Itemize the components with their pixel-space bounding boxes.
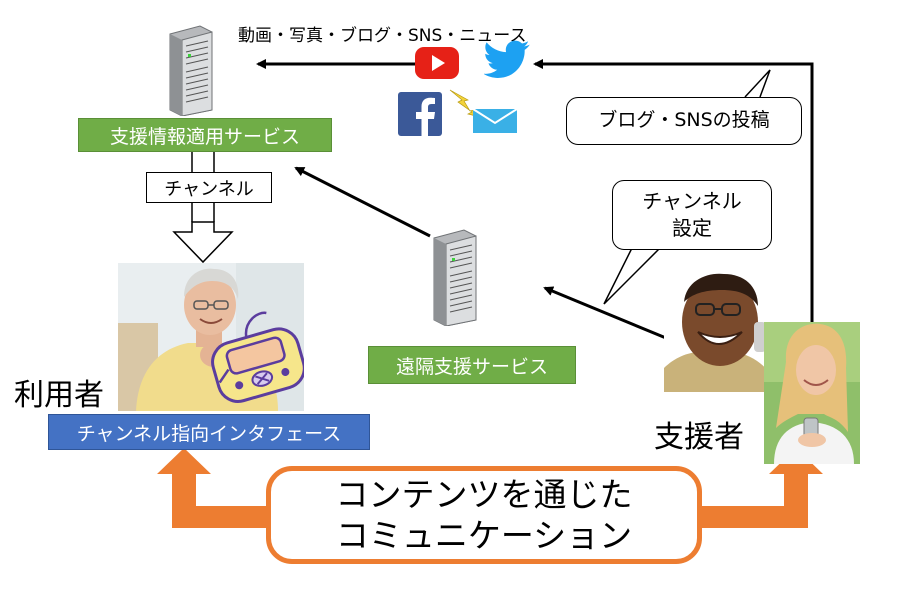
support-info-service-box: 支援情報適用サービス <box>78 118 332 152</box>
remote-to-info-arrow <box>294 166 431 238</box>
user-photo-illustration <box>118 263 304 411</box>
communication-orange-arrow-right <box>702 448 823 528</box>
twitter-icon <box>484 40 530 78</box>
supporter-woman-illustration <box>764 322 860 464</box>
channel-interface-box: チャンネル指向インタフェース <box>48 414 370 450</box>
channel-label-box: チャンネル <box>146 172 272 203</box>
channel-down-arrow <box>172 221 234 264</box>
facebook-icon <box>398 92 442 136</box>
supporter-man-illustration <box>664 272 772 392</box>
supporter-photo-woman <box>764 322 860 464</box>
communication-orange-arrow <box>157 448 268 528</box>
channel-bubble-tail <box>603 247 661 305</box>
post-feed-line <box>533 59 814 345</box>
mail-icon <box>472 108 518 133</box>
user-photo <box>118 263 304 411</box>
channel-setting-line2: 設定 <box>672 216 712 240</box>
communication-line1: コンテンツを通じた <box>335 474 633 514</box>
post-bubble-tail <box>744 69 771 98</box>
supporter-photo-man <box>664 272 772 392</box>
media-caption: 動画・写真・ブログ・SNS・ニュース <box>238 26 527 46</box>
communication-line2: コミュニケーション <box>335 516 633 555</box>
server-icon <box>169 25 213 116</box>
channel-setting-line1: チャンネル <box>642 189 742 213</box>
post-bubble: ブログ・SNSの投稿 <box>566 97 802 145</box>
remote-support-service-box: 遠隔支援サービス <box>368 346 576 384</box>
supporter-to-remote-arrow <box>543 286 667 340</box>
supporter-label: 支援者 <box>654 420 744 455</box>
communication-box: コンテンツを通じた コミュニケーション <box>266 466 702 564</box>
youtube-icon <box>415 47 459 79</box>
server-icon <box>433 229 477 326</box>
channel-setting-bubble: チャンネル 設定 <box>612 180 772 250</box>
user-label: 利用者 <box>14 378 104 413</box>
